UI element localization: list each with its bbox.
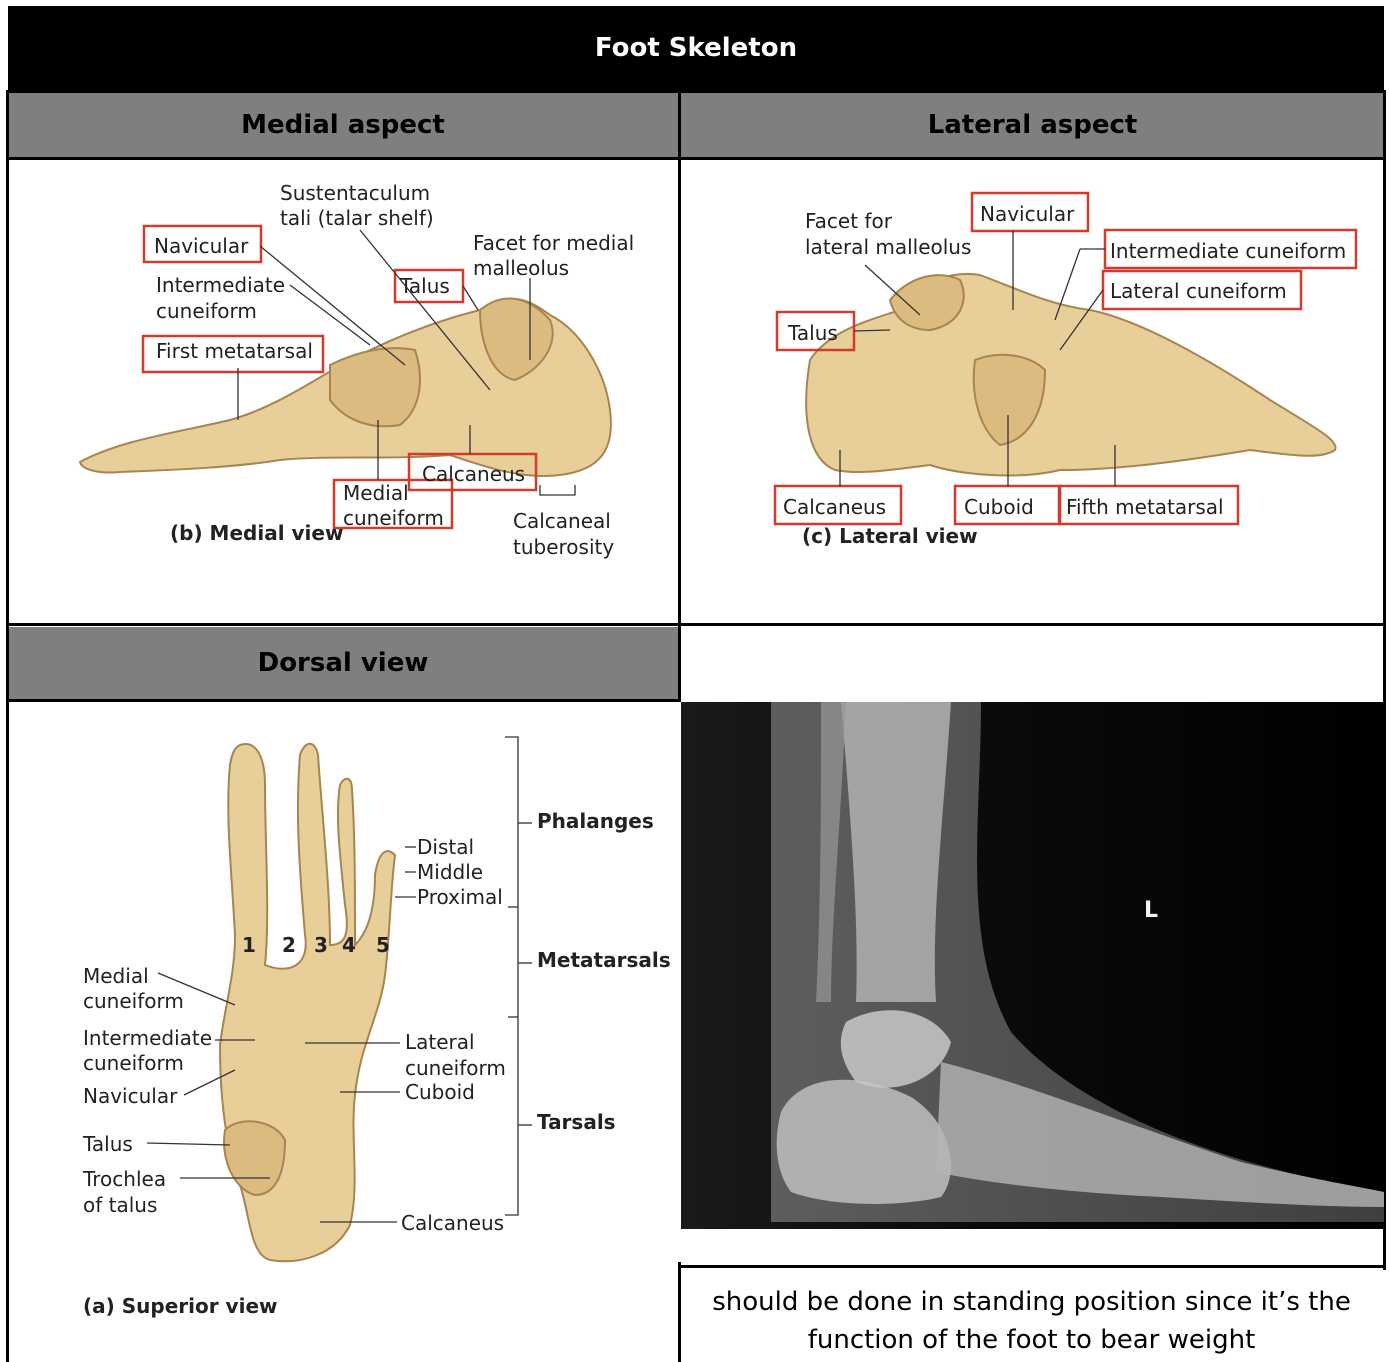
label-sustentaculum-1: Sustentaculum <box>280 181 430 205</box>
label-medial-caption: (b) Medial view <box>170 521 343 545</box>
lateral-foot-bone <box>806 274 1335 476</box>
label-lat-facet-2: lateral malleolus <box>805 235 971 259</box>
label-num-2: 2 <box>282 933 296 957</box>
label-lat-calcaneus: Calcaneus <box>783 495 886 519</box>
label-lat-cuneiform: Lateral cuneiform <box>1110 279 1287 303</box>
page-title: Foot Skeleton <box>8 6 1384 90</box>
label-metatarsals: Metatarsals <box>537 948 671 972</box>
label-middle: Middle <box>417 860 483 884</box>
label-proximal: Proximal <box>417 885 503 909</box>
label-sup-intermediate-1: Intermediate <box>83 1026 212 1050</box>
label-lat-navicular: Navicular <box>980 202 1075 226</box>
lateral-view-figure: Navicular Facet for lateral malleolus In… <box>690 170 1370 570</box>
label-num-1: 1 <box>242 933 256 957</box>
header-lateral-aspect: Lateral aspect <box>681 93 1384 157</box>
label-sup-intermediate-2: cuneiform <box>83 1051 184 1075</box>
label-sup-lateral-cuneiform-1: Lateral <box>405 1030 475 1054</box>
table-border-row2 <box>6 623 1386 626</box>
table-border-left <box>6 90 9 1362</box>
label-lat-cuboid: Cuboid <box>964 495 1034 519</box>
label-sup-lateral-cuneiform-2: cuneiform <box>405 1056 506 1080</box>
table-border-middle-top <box>678 90 681 702</box>
label-lat-intermediate: Intermediate cuneiform <box>1110 239 1346 263</box>
label-num-4: 4 <box>342 933 356 957</box>
label-sup-medial-cuneiform-1: Medial <box>83 964 149 988</box>
medial-cuneiform-bone <box>330 348 420 426</box>
label-calcaneus: Calcaneus <box>422 462 525 486</box>
leader-line <box>463 286 478 310</box>
label-sustentaculum-2: tali (talar shelf) <box>280 206 434 230</box>
label-sup-navicular: Navicular <box>83 1084 178 1108</box>
leader-line <box>147 1143 230 1145</box>
label-sup-caption: (a) Superior view <box>83 1294 277 1318</box>
label-sup-medial-cuneiform-2: cuneiform <box>83 989 184 1013</box>
superior-view-figure: Phalanges Distal Middle Proximal Metatar… <box>60 715 680 1335</box>
superior-talus-bone <box>224 1121 285 1195</box>
table-border-dorsal <box>6 699 681 702</box>
label-intermediate-1: Intermediate <box>156 273 285 297</box>
table-border-header <box>6 157 1386 160</box>
label-sup-trochlea-2: of talus <box>83 1193 157 1217</box>
label-sup-trochlea-1: Trochlea <box>82 1167 166 1191</box>
label-phalanges: Phalanges <box>537 809 654 833</box>
label-lat-fifth-metatarsal: Fifth metatarsal <box>1066 495 1224 519</box>
label-sup-cuboid: Cuboid <box>405 1080 475 1104</box>
label-sup-calcaneus: Calcaneus <box>401 1211 504 1235</box>
label-facet-1: Facet for medial <box>473 231 634 255</box>
table-border-note <box>678 1265 1386 1268</box>
label-lat-facet-1: Facet for <box>805 209 893 233</box>
tuberosity-bracket <box>540 485 575 495</box>
label-num-5: 5 <box>376 933 390 957</box>
label-intermediate-2: cuneiform <box>156 299 257 323</box>
ankle-xray-image: L <box>681 702 1384 1229</box>
group-bracket <box>505 737 518 1215</box>
label-medial-cuneiform-2: cuneiform <box>343 506 444 530</box>
label-lat-talus: Talus <box>787 321 838 345</box>
header-medial-aspect: Medial aspect <box>8 93 678 157</box>
label-tarsals: Tarsals <box>537 1110 616 1134</box>
xray-side-marker: L <box>1144 898 1158 923</box>
table-border-top <box>6 90 1386 93</box>
label-tuberosity-2: tuberosity <box>513 535 614 559</box>
label-medial-cuneiform-1: Medial <box>343 481 409 505</box>
label-num-3: 3 <box>314 933 328 957</box>
label-distal: Distal <box>417 835 474 859</box>
label-facet-2: malleolus <box>473 256 569 280</box>
label-sup-talus: Talus <box>82 1132 133 1156</box>
note-text: should be done in standing position sinc… <box>690 1283 1373 1359</box>
label-first-metatarsal: First metatarsal <box>156 339 313 363</box>
label-navicular: Navicular <box>154 234 249 258</box>
xray-tibia <box>841 702 951 1002</box>
label-lat-caption: (c) Lateral view <box>802 524 978 548</box>
label-talus: Talus <box>399 274 450 298</box>
medial-view-figure: Sustentaculum tali (talar shelf) Navicul… <box>60 170 660 570</box>
header-dorsal-view: Dorsal view <box>8 627 678 699</box>
label-tuberosity-1: Calcaneal <box>513 509 611 533</box>
